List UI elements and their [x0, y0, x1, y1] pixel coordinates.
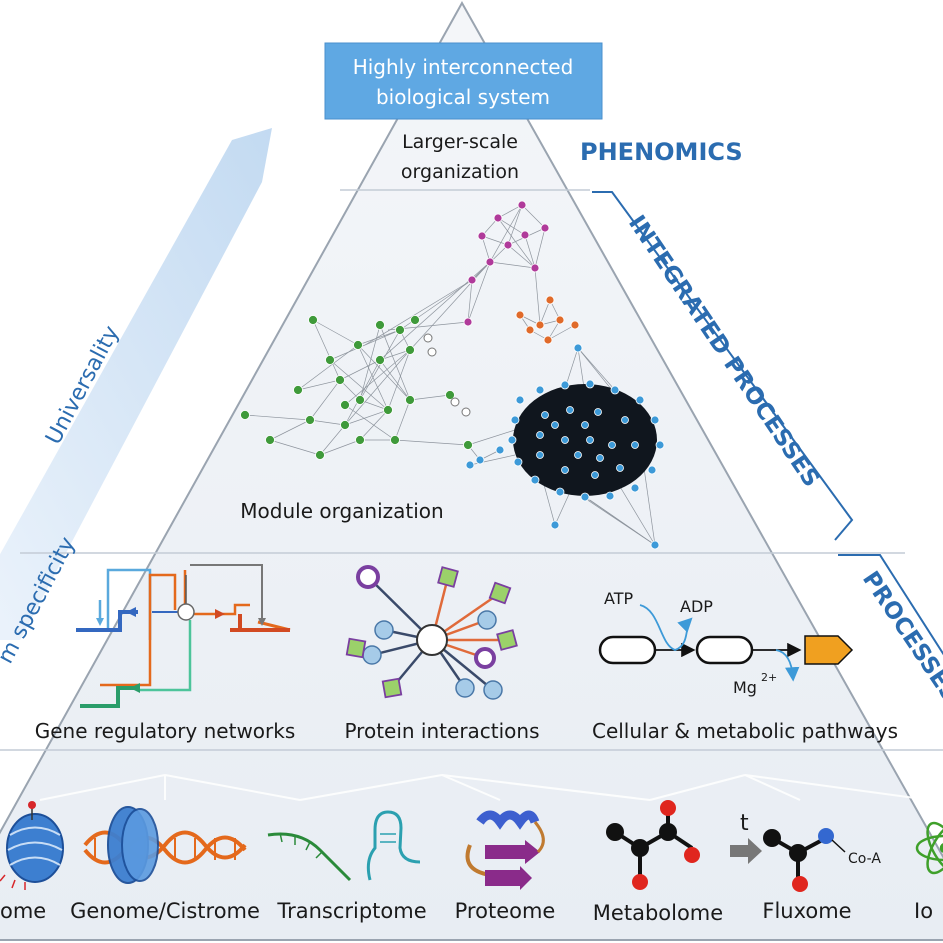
universality-band [0, 128, 272, 640]
transcriptome-icon [267, 810, 421, 882]
mg-superscript: 2+ [761, 671, 777, 684]
gene-regulatory-label: Gene regulatory networks [35, 719, 296, 743]
fluxome-label: Fluxome [762, 899, 851, 923]
metabolome-label: Metabolome [593, 901, 723, 925]
metabolic-pathway [598, 604, 854, 682]
processes-bracket [838, 554, 943, 656]
coa-label: Co-A [848, 851, 881, 867]
larger-scale-label-1: Larger-scale [402, 131, 518, 153]
module-organization-label: Module organization [240, 499, 443, 523]
epigenome-icon [0, 801, 64, 890]
metabolome-icon [606, 800, 700, 890]
transcriptome-label: Transcriptome [276, 899, 426, 923]
integrated-bracket [592, 191, 854, 541]
fluxome-t-label: t [740, 811, 749, 836]
top-box-line2: biological system [376, 85, 550, 109]
gene-regulatory-network [76, 564, 291, 708]
phenomics-label: PHENOMICS [580, 138, 743, 166]
epigenome-label: ome [0, 899, 46, 923]
omics-connectors [39, 774, 931, 801]
atp-label: ATP [604, 589, 633, 608]
proteome-label: Proteome [455, 899, 556, 923]
module-network [240, 200, 665, 550]
genome-icon [83, 806, 247, 884]
proteome-icon [465, 810, 545, 890]
mg-label: Mg [733, 678, 757, 697]
adp-label: ADP [680, 597, 713, 616]
protein-interaction-network [345, 565, 518, 700]
fluxome-icon [730, 828, 846, 892]
top-box [324, 42, 603, 120]
protein-interactions-label: Protein interactions [344, 719, 539, 743]
top-box-line1: Highly interconnected [353, 55, 574, 79]
genome-label: Genome/Cistrome [70, 899, 260, 923]
pathways-label: Cellular & metabolic pathways [592, 719, 898, 743]
larger-scale-label-2: organization [401, 161, 519, 183]
ionome-label: Io [914, 899, 933, 923]
